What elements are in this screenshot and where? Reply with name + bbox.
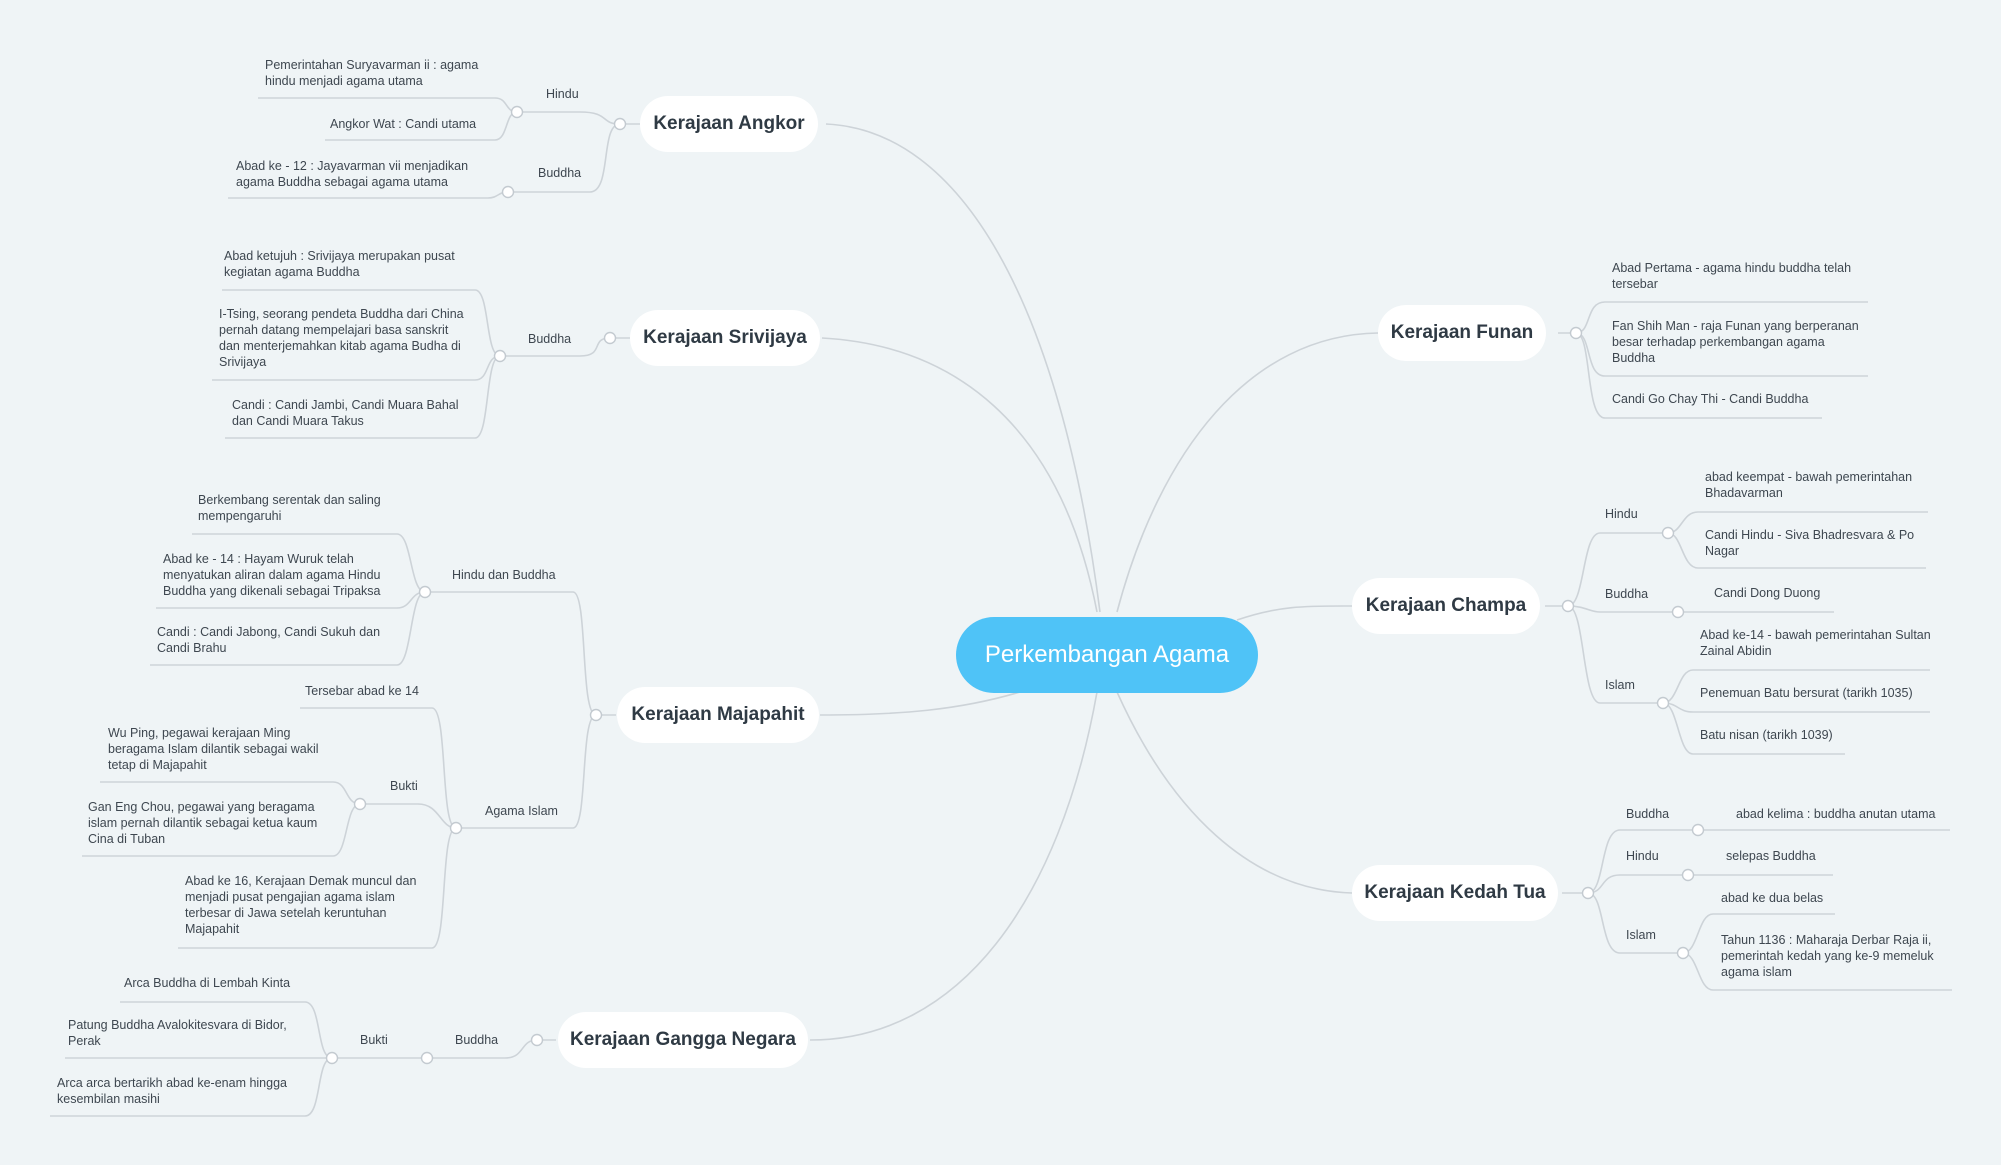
gangga-item[interactable]: Patung Buddha Avalokitesvara di Bidor, P… (68, 1018, 287, 1048)
champa-hindu-item[interactable]: abad keempat - bawah pemerintahan Bhadav… (1705, 470, 1913, 500)
majapahit-islam-item[interactable]: Abad ke 16, Kerajaan Demak muncul dan me… (185, 874, 417, 936)
srivijaya-item[interactable]: Candi : Candi Jambi, Candi Muara Bahal d… (232, 398, 459, 428)
kingdom-champa[interactable]: Kerajaan Champa (1352, 578, 1540, 634)
gangga-buddha-label[interactable]: Buddha (455, 1033, 499, 1047)
kingdom-gangga-negara[interactable]: Kerajaan Gangga Negara (558, 1012, 808, 1068)
funan-item[interactable]: Candi Go Chay Thi - Candi Buddha (1612, 392, 1809, 406)
angkor-hindu-label[interactable]: Hindu (546, 87, 579, 101)
gangga-item[interactable]: Arca arca bertarikh abad ke-enam hingga … (57, 1076, 287, 1106)
central-topic[interactable]: Perkembangan Agama (956, 617, 1258, 693)
majapahit-bukti-label[interactable]: Bukti (390, 779, 418, 793)
kedah-buddha-item[interactable]: abad kelima : buddha anutan utama (1736, 807, 1936, 821)
funan-item[interactable]: Abad Pertama - agama hindu buddha telah … (1612, 261, 1852, 291)
kedah-islam-item[interactable]: Tahun 1136 : Maharaja Derbar Raja ii, pe… (1721, 933, 1934, 979)
srivijaya-buddha-label[interactable]: Buddha (528, 332, 572, 346)
angkor-hindu-item[interactable]: Angkor Wat : Candi utama (330, 117, 477, 131)
majapahit-islam-label[interactable]: Agama Islam (485, 804, 558, 818)
srivijaya-item[interactable]: I-Tsing, seorang pendeta Buddha dari Chi… (219, 307, 464, 369)
kedah-hindu-item[interactable]: selepas Buddha (1726, 849, 1816, 863)
champa-buddha-item[interactable]: Candi Dong Duong (1714, 586, 1821, 600)
majapahit-hb-item[interactable]: Berkembang serentak dan saling mempengar… (198, 493, 381, 523)
champa-islam-item[interactable]: Penemuan Batu bersurat (tarikh 1035) (1700, 686, 1913, 700)
angkor-buddha-item[interactable]: Abad ke - 12 : Jayavarman vii menjadikan… (236, 159, 469, 189)
kingdom-angkor[interactable]: Kerajaan Angkor (640, 96, 818, 152)
champa-hindu-label[interactable]: Hindu (1605, 507, 1638, 521)
majapahit-hb-item[interactable]: Candi : Candi Jabong, Candi Sukuh dan Ca… (157, 625, 381, 655)
champa-islam-label[interactable]: Islam (1605, 678, 1635, 692)
majapahit-hindu-buddha-label[interactable]: Hindu dan Buddha (452, 568, 556, 582)
kingdom-kedah-tua[interactable]: Kerajaan Kedah Tua (1352, 865, 1558, 921)
kedah-hindu-label[interactable]: Hindu (1626, 849, 1659, 863)
majapahit-islam-item[interactable]: Tersebar abad ke 14 (305, 684, 419, 698)
angkor-buddha-label[interactable]: Buddha (538, 166, 582, 180)
champa-buddha-label[interactable]: Buddha (1605, 587, 1649, 601)
kedah-islam-label[interactable]: Islam (1626, 928, 1656, 942)
kingdom-funan[interactable]: Kerajaan Funan (1378, 305, 1546, 361)
kedah-islam-item[interactable]: abad ke dua belas (1721, 891, 1824, 905)
majapahit-bukti-item[interactable]: Wu Ping, pegawai kerajaan Ming beragama … (108, 726, 319, 772)
champa-hindu-item[interactable]: Candi Hindu - Siva Bhadresvara & Po Naga… (1705, 528, 1915, 558)
funan-item[interactable]: Fan Shih Man - raja Funan yang berperana… (1612, 319, 1859, 365)
champa-islam-item[interactable]: Batu nisan (tarikh 1039) (1700, 728, 1833, 742)
gangga-bukti-label[interactable]: Bukti (360, 1033, 388, 1047)
kedah-buddha-label[interactable]: Buddha (1626, 807, 1670, 821)
majapahit-bukti-item[interactable]: Gan Eng Chou, pegawai yang beragama isla… (88, 800, 318, 846)
kingdom-majapahit[interactable]: Kerajaan Majapahit (617, 687, 819, 743)
champa-islam-item[interactable]: Abad ke-14 - bawah pemerintahan Sultan Z… (1700, 628, 1931, 658)
gangga-item[interactable]: Arca Buddha di Lembah Kinta (124, 976, 291, 990)
majapahit-hb-item[interactable]: Abad ke - 14 : Hayam Wuruk telah menyatu… (163, 552, 381, 598)
kingdom-srivijaya[interactable]: Kerajaan Srivijaya (630, 310, 820, 366)
srivijaya-item[interactable]: Abad ketujuh : Srivijaya merupakan pusat… (224, 249, 455, 279)
angkor-hindu-item[interactable]: Pemerintahan Suryavarman ii : agama hind… (265, 58, 479, 88)
